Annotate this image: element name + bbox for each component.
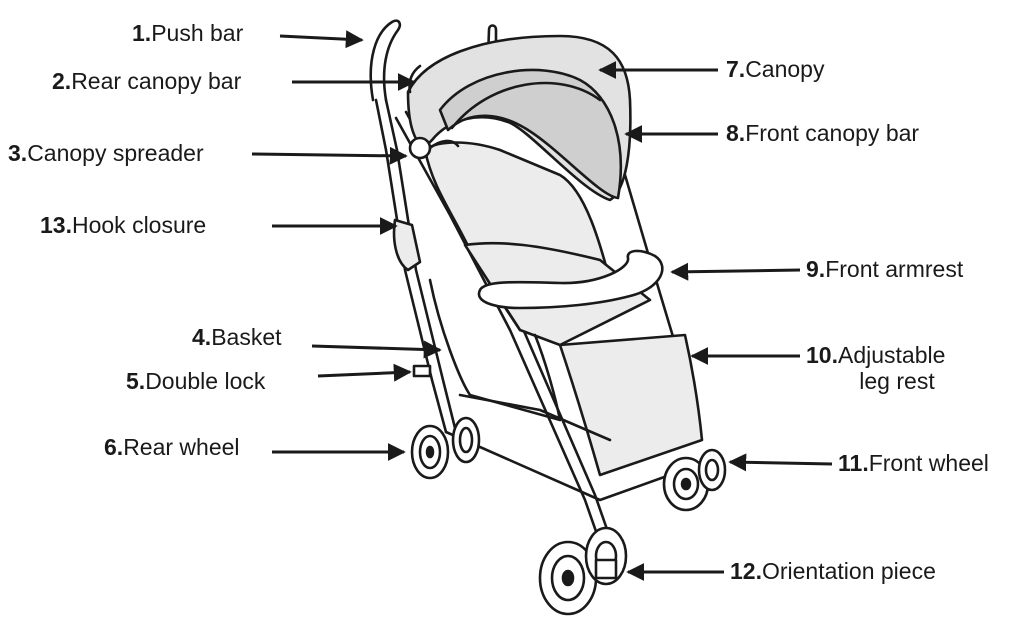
label-hook-closure-text: Hook closure: [71, 212, 207, 238]
canopy-brim: [438, 68, 623, 200]
rear-frame-tube-inner: [384, 98, 458, 434]
basket-bottom: [458, 393, 612, 442]
label-push-bar-text: Push bar: [151, 20, 244, 46]
label-double-lock: 5.Double lock: [126, 368, 265, 394]
label-rear-canopy-bar-text: Rear canopy bar: [71, 68, 242, 94]
arrow-front-wheel: [728, 453, 833, 472]
label-double-lock-text: Double lock: [145, 368, 266, 394]
canopy-spreader-shape: [408, 136, 432, 160]
label-rear-canopy-bar-number: 2.: [52, 68, 72, 94]
leader-arrows: [251, 30, 833, 581]
label-front-wheel-text: Front wheel: [868, 450, 989, 476]
arrow-double-lock: [317, 363, 412, 382]
label-front-canopy-bar-number: 8.: [726, 120, 746, 146]
label-rear-wheel-text: Rear wheel: [123, 434, 240, 460]
label-basket: 4.Basket: [192, 324, 282, 350]
basket-shape: [428, 278, 562, 422]
label-push-bar: 1.Push bar: [132, 20, 243, 46]
arrow-canopy-spreader: [251, 146, 408, 165]
label-adjustable-leg-rest: 10.Adjustable leg rest: [806, 342, 988, 395]
label-hook-closure: 13.Hook closure: [40, 212, 206, 238]
double-lock-shape: [412, 364, 432, 378]
rear-wheel-shape: [410, 416, 481, 480]
label-rear-wheel: 6.Rear wheel: [104, 434, 240, 460]
label-canopy-spreader-text: Canopy spreader: [27, 140, 204, 166]
label-canopy-number: 7.: [726, 56, 746, 82]
label-front-armrest-number: 9.: [806, 256, 826, 282]
label-canopy-spreader-number: 3.: [8, 140, 28, 166]
canopy-spreader-arm: [428, 139, 460, 150]
stroller-illustration: [369, 19, 727, 616]
label-basket-number: 4.: [192, 324, 212, 350]
front-wheel-shape: [662, 448, 727, 512]
armrest-shape: [477, 249, 664, 310]
label-canopy-text: Canopy: [745, 56, 825, 82]
arrow-front-armrest: [670, 262, 801, 281]
label-adjustable-leg-rest-text: Adjustable: [837, 342, 946, 368]
arrow-basket: [311, 340, 442, 359]
label-double-lock-number: 5.: [126, 368, 146, 394]
front-frame-tube-left: [394, 116, 608, 562]
label-canopy-spreader: 3.Canopy spreader: [8, 140, 204, 166]
label-adjustable-leg-rest-text-line2: leg rest: [859, 368, 935, 395]
push-bar-rear-stub: [486, 24, 498, 60]
label-basket-text: Basket: [211, 324, 282, 350]
label-front-canopy-bar-text: Front canopy bar: [745, 120, 920, 146]
front-canopy-bar-shape: [450, 81, 602, 130]
label-hook-closure-number: 13.: [40, 212, 72, 238]
label-orientation-piece-text: Orientation piece: [761, 558, 936, 584]
label-orientation-piece: 12.Orientation piece: [730, 558, 936, 584]
label-front-wheel-number: 11.: [838, 450, 869, 476]
label-orientation-piece-number: 12.: [730, 558, 762, 584]
label-rear-wheel-number: 6.: [104, 434, 124, 460]
hook-closure-shape: [392, 218, 422, 272]
label-front-armrest-text: Front armrest: [825, 256, 964, 282]
label-front-canopy-bar: 8.Front canopy bar: [726, 120, 919, 146]
label-push-bar-number: 1.: [132, 20, 152, 46]
arrow-push-bar: [279, 30, 364, 49]
rear-frame-tube-outer: [374, 98, 448, 434]
leg-rest-shape: [558, 333, 704, 477]
label-rear-canopy-bar: 2.Rear canopy bar: [52, 68, 241, 94]
label-canopy: 7.Canopy: [726, 56, 824, 82]
label-adjustable-leg-rest-number: 10.: [806, 342, 838, 368]
orientation-piece-shape: [594, 558, 618, 580]
push-bar-shape: [369, 19, 402, 102]
label-front-armrest: 9.Front armrest: [806, 256, 963, 282]
label-front-wheel: 11.Front wheel: [838, 450, 989, 476]
